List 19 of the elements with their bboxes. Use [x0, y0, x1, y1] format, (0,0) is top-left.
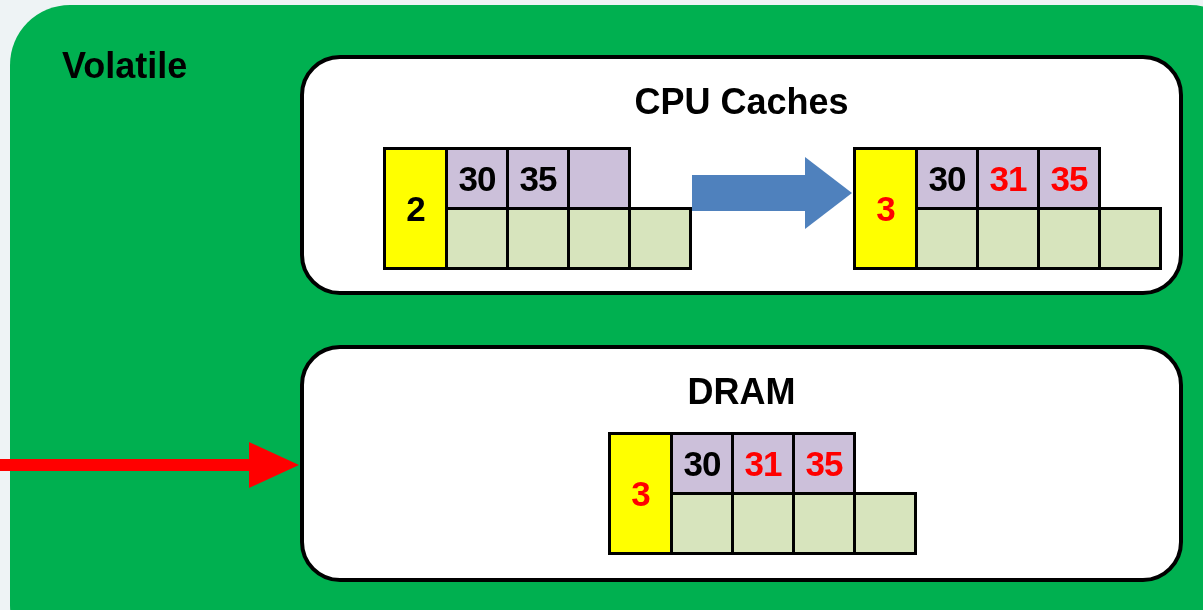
key-cell: 30	[445, 147, 509, 210]
panel-title: Volatile	[62, 45, 188, 87]
key-cell: 30	[670, 432, 734, 495]
memory-box	[300, 55, 1183, 295]
key-cell: 30	[915, 147, 979, 210]
memory-box	[300, 345, 1183, 582]
region-panel	[10, 5, 1203, 610]
box-title: CPU Caches	[633, 81, 850, 123]
arrow	[0, 442, 299, 488]
key-cell: 35	[792, 432, 856, 495]
key-cell: 31	[731, 432, 795, 495]
key-cell: 31	[976, 147, 1040, 210]
key-cell: 35	[506, 147, 570, 210]
arrow	[692, 157, 852, 229]
count-cell: 3	[853, 147, 918, 270]
box-title: DRAM	[686, 371, 797, 413]
count-cell: 2	[383, 147, 448, 270]
count-cell: 3	[608, 432, 673, 555]
key-cell: 35	[1037, 147, 1101, 210]
